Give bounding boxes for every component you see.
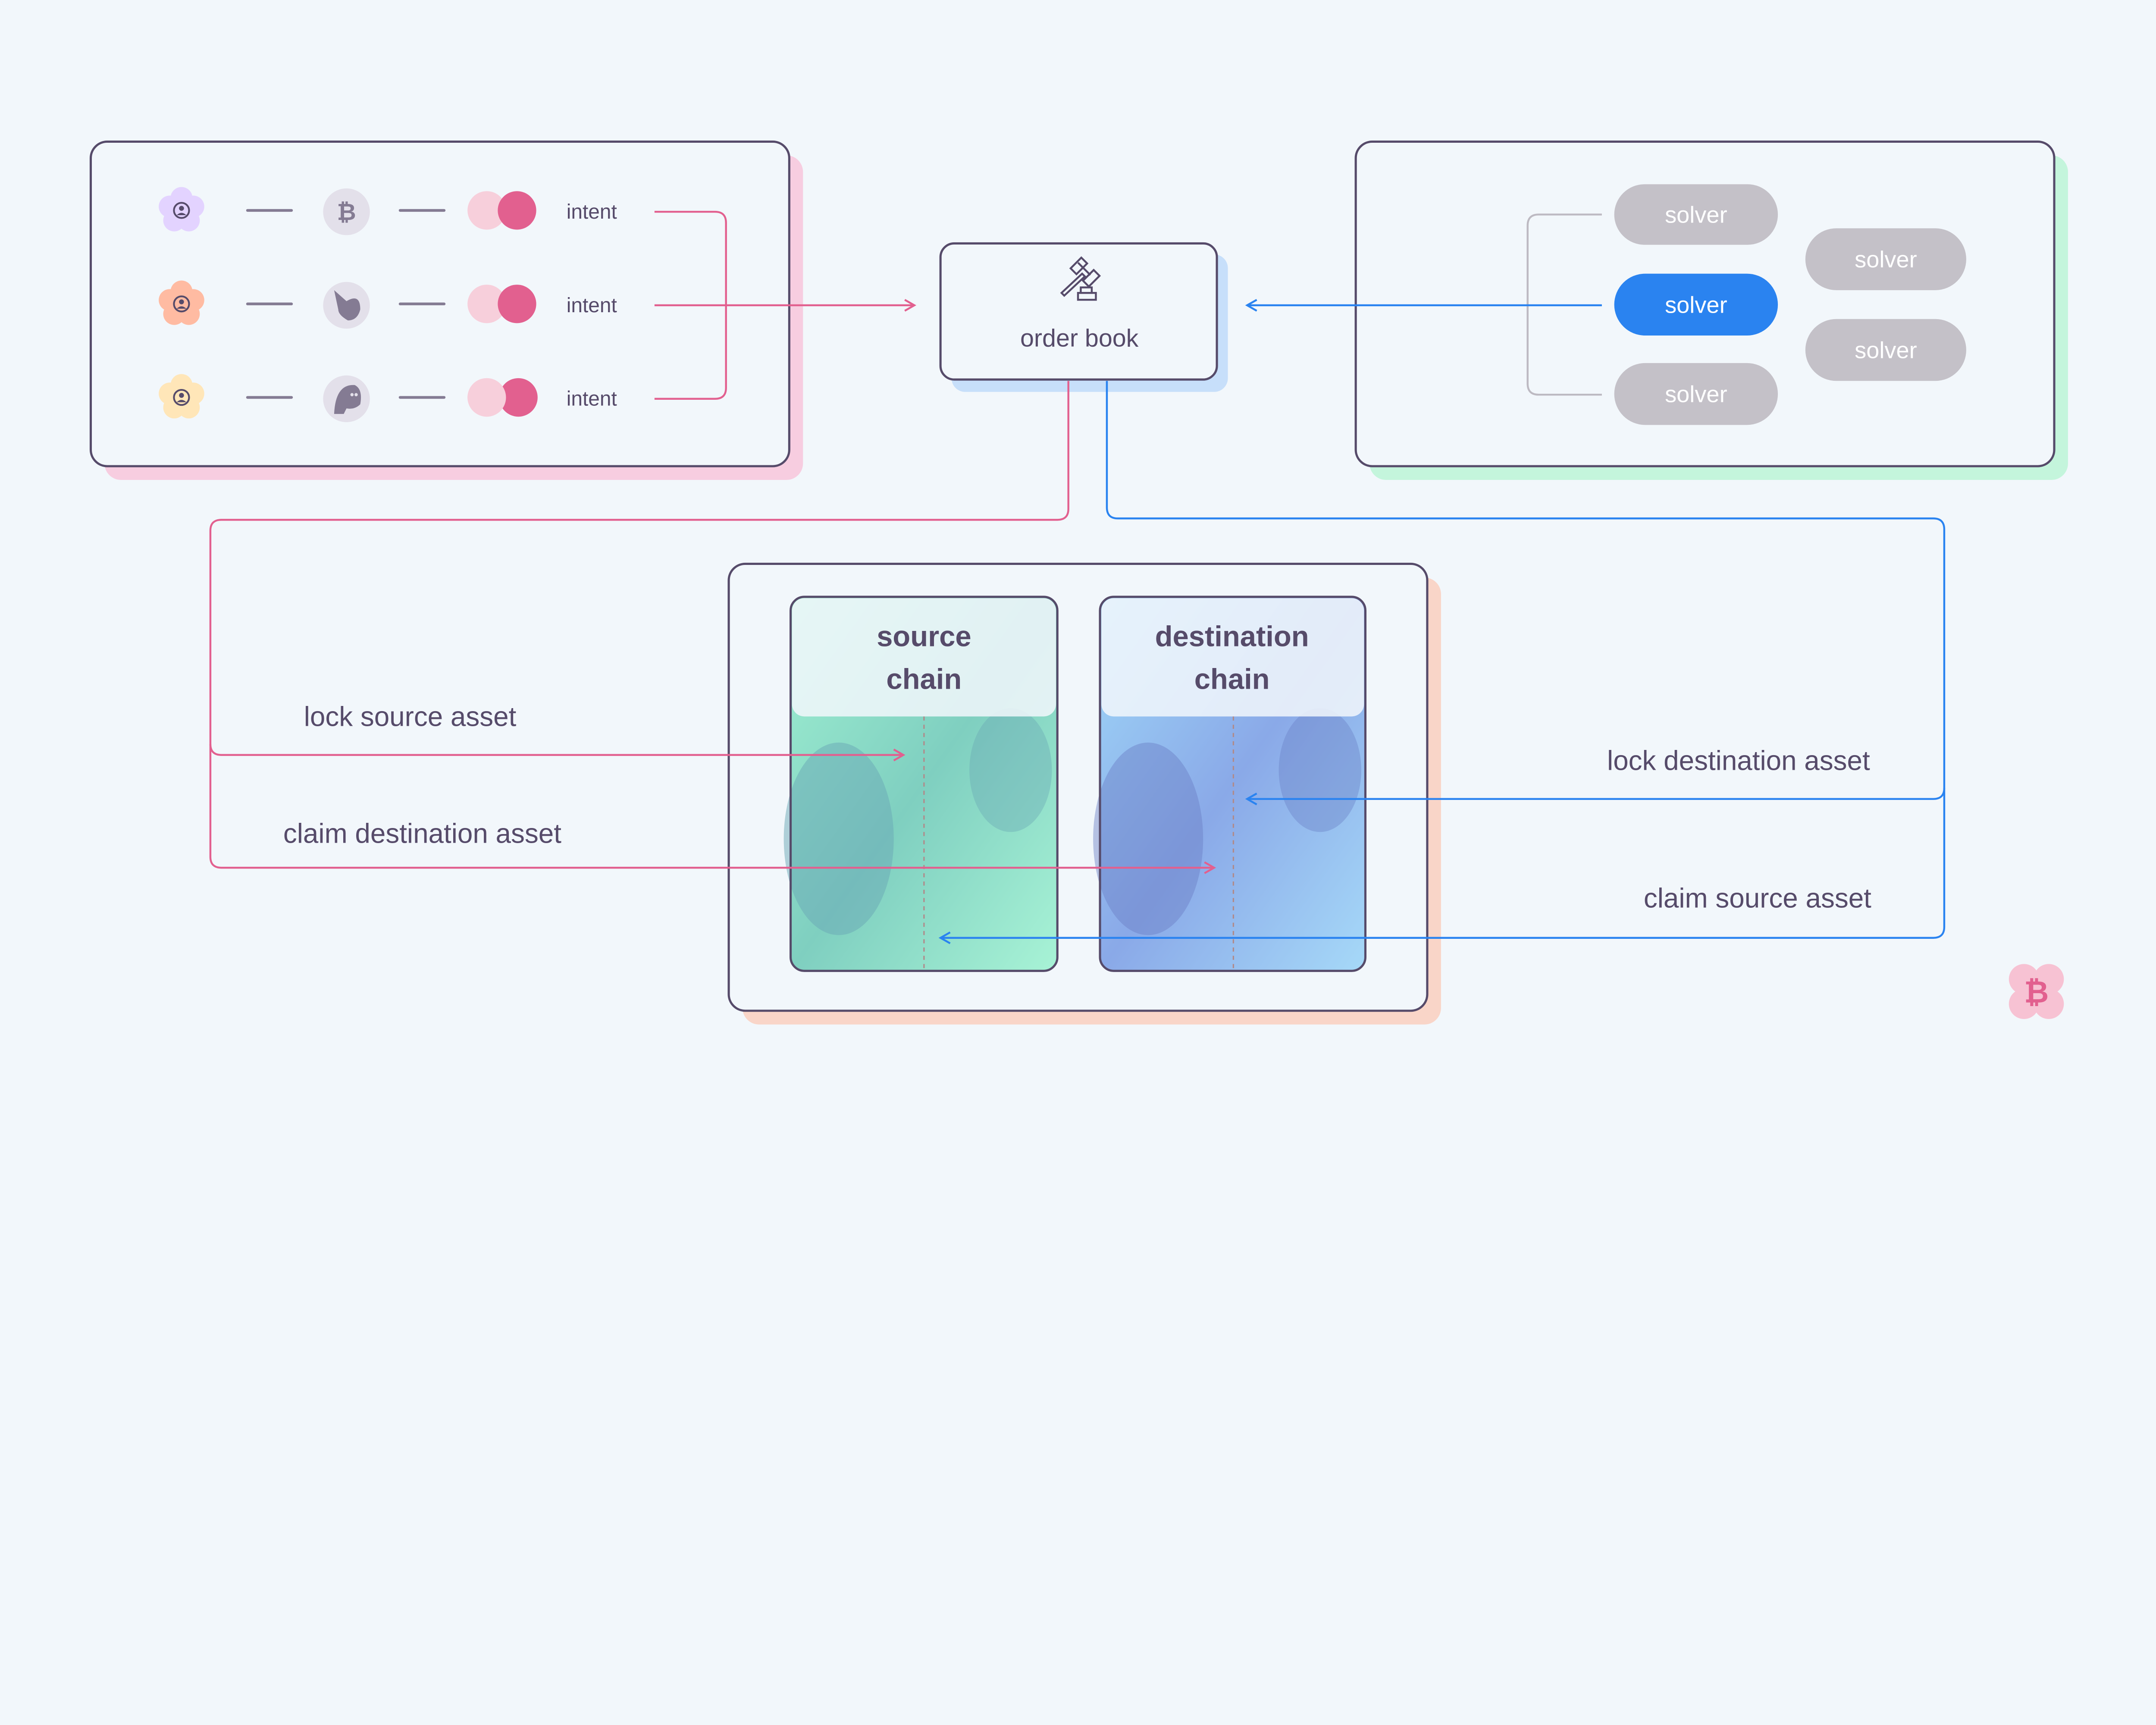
user-icon	[173, 295, 190, 313]
claim-source-label: claim source asset	[1644, 883, 1871, 914]
user-row: intent	[159, 280, 617, 329]
source-chain-label-2: chain	[886, 663, 962, 696]
claim-source-arrow	[938, 381, 1946, 944]
solver-active[interactable]: solver	[1614, 273, 1778, 336]
intent-label: intent	[567, 388, 617, 411]
intent-token-icon	[467, 191, 536, 230]
solver-label: solver	[1665, 382, 1727, 408]
lock-destination-arrow	[1245, 788, 1946, 806]
user-row: ₿ intent	[159, 187, 617, 235]
solver-label: solver	[1855, 338, 1917, 364]
solver-label: solver	[1665, 202, 1727, 228]
intent-token-icon	[467, 285, 536, 323]
intent-label: intent	[567, 294, 617, 317]
claim-destination-label: claim destination asset	[283, 818, 561, 849]
user-icon	[173, 202, 190, 219]
source-chain-label-1: source	[877, 621, 971, 653]
solver[interactable]: solver	[1805, 228, 1966, 290]
source-chain[interactable]: source chain	[783, 596, 1059, 972]
solver-label: solver	[1855, 247, 1917, 273]
svg-text:₿: ₿	[337, 199, 356, 225]
solver[interactable]: solver	[1805, 319, 1966, 381]
bitcoin-icon: ₿	[323, 188, 370, 235]
lock-source-arrow	[209, 744, 906, 762]
order-book-label: order book	[1020, 325, 1139, 352]
solver[interactable]: solver	[1614, 184, 1778, 245]
user-avatar[interactable]	[159, 187, 204, 232]
intent-label: intent	[567, 201, 617, 223]
destination-chain-label-1: destination	[1155, 621, 1309, 653]
solver[interactable]: solver	[1614, 363, 1778, 425]
unicorn-icon	[323, 282, 370, 329]
destination-chain-label-2: chain	[1194, 663, 1270, 696]
gavel-icon	[1060, 256, 1101, 301]
lock-source-label: lock source asset	[304, 701, 517, 732]
destination-chain[interactable]: destination chain	[1093, 596, 1367, 972]
user-avatar[interactable]	[159, 374, 204, 419]
intent-token-icon	[467, 378, 538, 417]
diagram: ₿ intent intent intent order book solver sol…	[89, 140, 2068, 1025]
bitcoin-logo-icon: ₿	[2009, 964, 2064, 1019]
user-icon	[173, 389, 190, 406]
solver-label: solver	[1665, 292, 1727, 318]
order-book[interactable]: order book	[939, 242, 1228, 392]
svg-text:₿: ₿	[2024, 975, 2049, 1009]
user-row: intent	[159, 374, 617, 422]
user-avatar[interactable]	[159, 280, 204, 325]
lock-destination-label: lock destination asset	[1607, 745, 1870, 776]
ghost-icon	[323, 375, 370, 422]
claim-destination-arrow	[209, 381, 1216, 874]
